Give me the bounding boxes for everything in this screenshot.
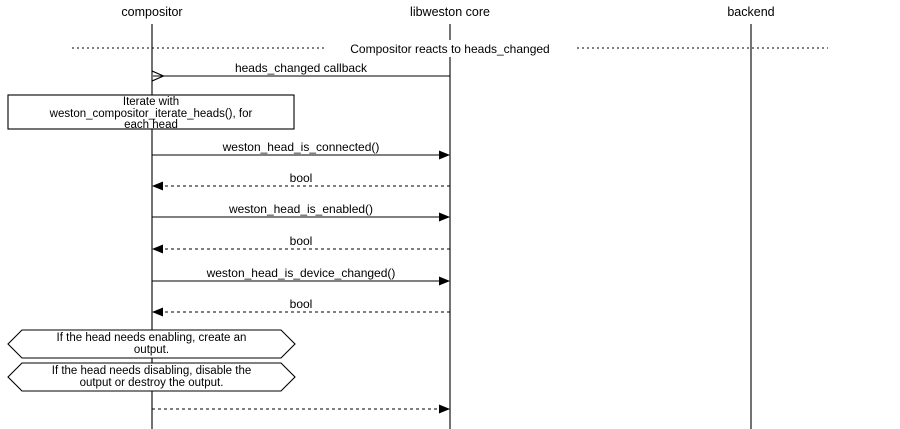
message-head-is-device-changed: weston_head_is_device_changed() [152,266,450,286]
fragment-line-1: If the head needs enabling, create an [57,332,247,344]
message-label: bool [290,234,313,248]
note-line-1: Iterate with [123,96,179,108]
message-head-is-enabled: weston_head_is_enabled() [152,202,450,222]
message-bool-return-1: bool [152,171,450,191]
fragment-line-2: output or destroy the output. [80,377,224,389]
message-head-is-connected: weston_head_is_connected() [152,140,450,160]
fragment-enable-output: If the head needs enabling, create an ou… [7,329,296,359]
message-label: bool [290,297,313,311]
message-label: weston_head_is_connected() [222,140,380,154]
lifeline-label-libweston-core: libweston core [410,5,490,19]
message-label: weston_head_is_device_changed() [206,266,396,280]
message-label: bool [290,171,313,185]
lifeline-label-backend: backend [727,5,774,19]
separator-label: Compositor reacts to heads_changed [350,42,549,56]
note-iterate-heads: Iterate with weston_compositor_iterate_h… [7,94,295,131]
fragment-line-2: output. [134,344,169,356]
message-label: heads_changed callback [235,61,368,75]
message-bool-return-3: bool [152,297,450,317]
message-bool-return-2: bool [152,234,450,254]
message-label: weston_head_is_enabled() [228,202,373,216]
fragment-line-1: If the head needs disabling, disable the [52,365,251,377]
note-line-3: each head [124,119,178,131]
fragment-disable-output: If the head needs disabling, disable the… [7,362,296,392]
lifeline-label-compositor: compositor [121,5,182,19]
message-heads-changed-callback: heads_changed callback [153,61,450,76]
separator-heads-changed: Compositor reacts to heads_changed [72,40,828,57]
note-line-2: weston_compositor_iterate_heads(), for [49,108,253,120]
